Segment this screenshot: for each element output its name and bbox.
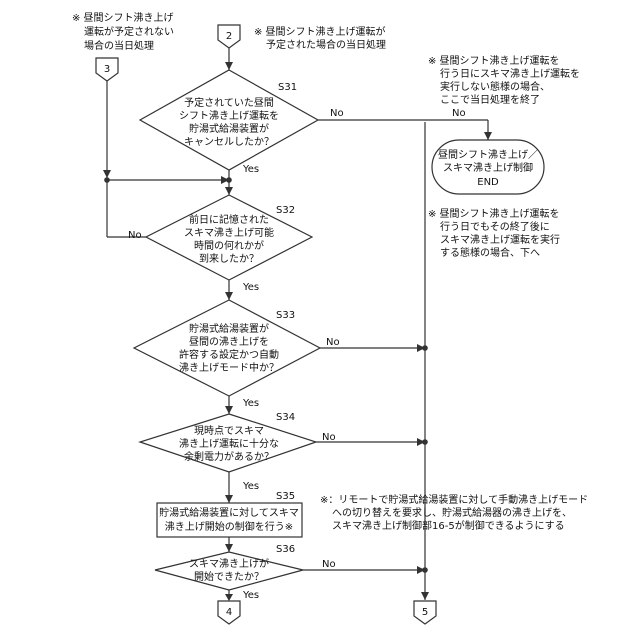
junction-dot-s36 [422, 567, 428, 573]
s36-line1: スキマ沸き上げが [189, 557, 269, 570]
step-id-s32: S32 [276, 205, 295, 216]
junction-dot-s33 [422, 345, 428, 351]
arrow-c3-junction [103, 170, 111, 178]
arrow-s34-in [225, 406, 233, 414]
s31-no-label-right: No [452, 108, 466, 119]
s31-no-label: No [330, 108, 344, 119]
connector-3-label: 3 [104, 64, 110, 75]
s34-line3: 余剰電力があるか？ [184, 450, 274, 463]
terminal-line1: 昼間シフト沸き上げ／ [438, 148, 538, 161]
note-bottom-right-line1: ※：リモートで貯湯式給湯装置に対して手動沸き上げモード [320, 493, 588, 506]
arrow-junction-center [221, 176, 229, 184]
s32-yes-label: Yes [242, 282, 259, 293]
arrow-s32-in [225, 187, 233, 195]
s31-line3: 貯湯式給湯装置が [189, 122, 269, 135]
arrow-s35-in [225, 495, 233, 503]
note-bottom-right-line3: スキマ沸き上げ制御部16-5が制御できるようにする [332, 519, 565, 532]
s34-yes-label: Yes [242, 481, 259, 492]
note-mid-right-line2: 行う日でもその終了後に [440, 220, 550, 233]
note-top-left-line2: 運転が予定されない [84, 25, 174, 38]
arrow-s33-in [225, 292, 233, 300]
s33-no-label: No [326, 337, 340, 348]
arrow-c4-in [225, 594, 233, 601]
arrow-right-c5 [421, 592, 429, 600]
decision-s36 [155, 552, 303, 590]
note-top-center-line1: ※ 昼間シフト沸き上げ運転が [254, 25, 386, 38]
s32-line4: 到来したか？ [199, 253, 259, 265]
note-mid-right-line1: ※ 昼間シフト沸き上げ運転を [428, 207, 560, 220]
note-top-right-line2: 行う日にスキマ沸き上げ運転を [440, 67, 580, 80]
s36-line2: 開始できたか？ [194, 570, 264, 583]
arrow-c2-s31 [225, 62, 233, 70]
s33-line2: 昼間の沸き上げを [189, 335, 269, 348]
step-id-s31: S31 [278, 82, 297, 93]
s31-line1: 予定されていた昼間 [184, 96, 274, 109]
s34-no-label: No [322, 432, 336, 443]
note-top-left-line1: ※ 昼間シフト沸き上げ [72, 11, 174, 24]
s36-no-label: No [322, 559, 336, 570]
note-bottom-right-line2: への切り替えを要求し、貯湯式給湯器の沸き上げを、 [332, 506, 572, 519]
s33-line3: 許容する設定かつ自動 [179, 348, 279, 361]
s31-line2: シフト沸き上げ運転を [179, 109, 279, 122]
s33-line1: 貯湯式給湯装置が [189, 322, 269, 335]
connector-2-label: 2 [226, 31, 232, 42]
s32-line2: スキマ沸き上げ可能 [184, 226, 274, 239]
note-mid-right-line3: スキマ沸き上げ運転を実行 [440, 233, 560, 246]
step-id-s34: S34 [276, 412, 295, 423]
step-id-s35: S35 [276, 491, 295, 502]
note-top-center-line2: 予定された場合の当日処理 [266, 38, 386, 51]
junction-dot-s34 [422, 439, 428, 445]
step-id-s36: S36 [276, 544, 295, 555]
s35-line2: 沸き上げ開始の制御を行う※ [165, 520, 293, 533]
note-top-right-line1: ※ 昼間シフト沸き上げ運転を [428, 54, 560, 67]
s31-line4: キャンセルしたか？ [184, 136, 274, 148]
connector-4-label: 4 [226, 607, 232, 618]
s36-yes-label: Yes [242, 590, 259, 601]
note-top-right-line4: ここで当日処理を終了 [440, 93, 540, 106]
arrow-s36-in [225, 544, 233, 552]
s32-line1: 前日に記憶された [189, 213, 269, 226]
s31-yes-label: Yes [242, 164, 259, 175]
connector-5-label: 5 [422, 607, 428, 618]
note-top-right-line3: 実行しない態様の場合、 [440, 80, 550, 93]
terminal-line3: END [477, 177, 499, 188]
arrow-s31-no-terminal [484, 132, 492, 140]
s34-line1: 現時点でスキマ [194, 425, 264, 437]
s32-no-label: No [128, 230, 142, 241]
s32-line3: 時間の何れかが [194, 239, 264, 252]
s35-line1: 貯湯式給湯装置に対してスキマ [159, 506, 299, 519]
s34-line2: 沸き上げ運転に十分な [179, 437, 279, 450]
s33-yes-label: Yes [242, 398, 259, 409]
note-top-left-line3: 場合の当日処理 [84, 39, 154, 52]
note-mid-right-line4: する態様の場合、下へ [440, 246, 540, 259]
step-id-s33: S33 [276, 310, 295, 321]
s33-line4: 沸き上げモード中か？ [179, 361, 279, 374]
terminal-line2: スキマ沸き上げ制御 [443, 161, 533, 174]
